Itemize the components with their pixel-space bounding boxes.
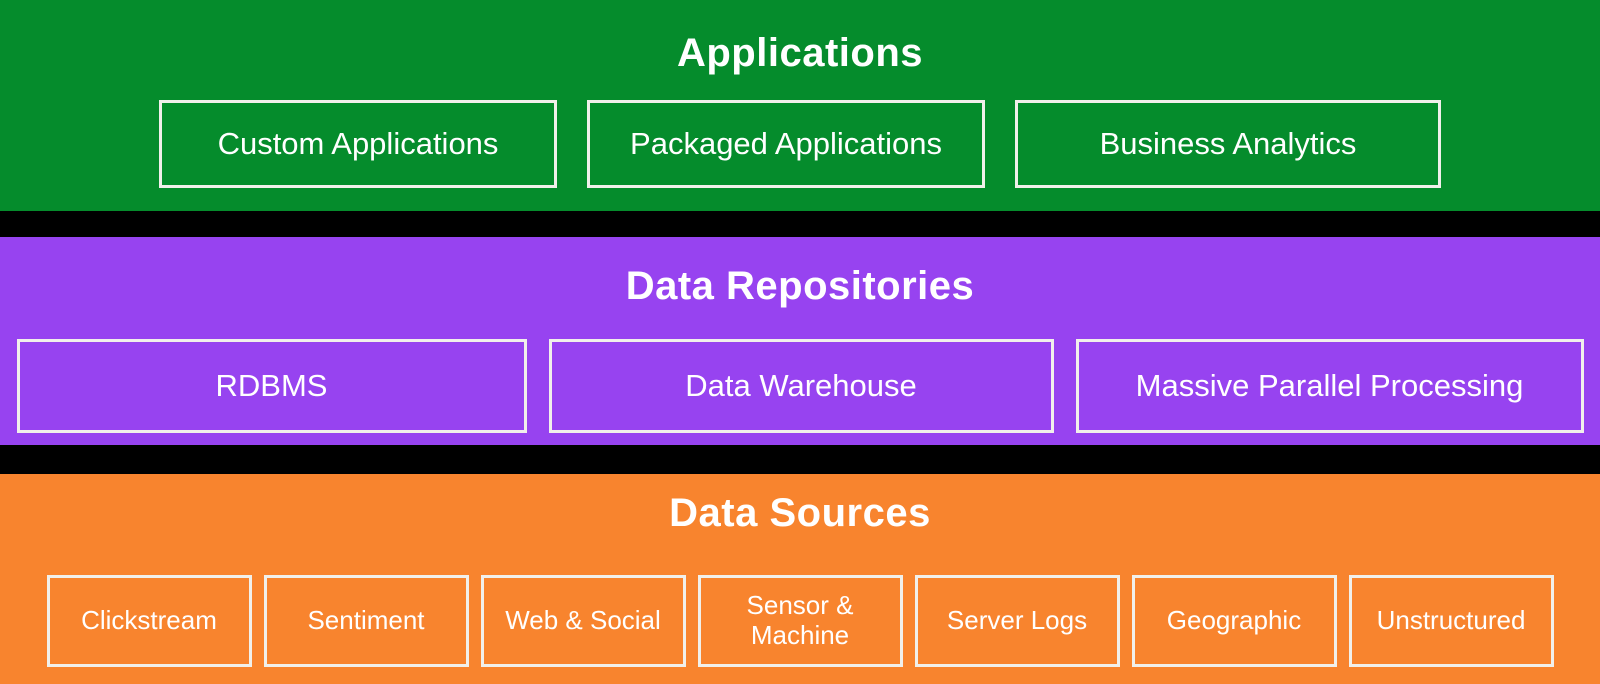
data-sources-box-row: Clickstream Sentiment Web & Social Senso… xyxy=(46,575,1554,667)
box-custom-applications-label: Custom Applications xyxy=(217,126,499,162)
box-custom-applications: Custom Applications xyxy=(159,100,557,188)
box-packaged-applications-label: Packaged Applications xyxy=(630,126,942,162)
box-sensor-machine: Sensor & Machine xyxy=(697,575,903,667)
box-clickstream-label: Clickstream xyxy=(81,605,217,636)
applications-box-row: Custom Applications Packaged Application… xyxy=(159,100,1441,188)
box-server-logs: Server Logs xyxy=(914,575,1120,667)
box-data-warehouse-label: Data Warehouse xyxy=(685,368,917,404)
box-server-logs-label: Server Logs xyxy=(946,605,1088,636)
box-geographic-label: Geographic xyxy=(1166,605,1302,636)
box-massive-parallel-processing-label: Massive Parallel Processing xyxy=(1135,368,1524,404)
data-repositories-layer-title: Data Repositories xyxy=(625,264,975,308)
data-repositories-layer: Data Repositories RDBMS Data Warehouse M… xyxy=(0,237,1600,445)
box-business-analytics-label: Business Analytics xyxy=(1099,126,1357,162)
box-sentiment-label: Sentiment xyxy=(307,605,425,636)
box-web-social-label: Web & Social xyxy=(505,605,661,636)
box-massive-parallel-processing: Massive Parallel Processing xyxy=(1075,339,1584,433)
box-sensor-machine-label: Sensor & Machine xyxy=(746,590,854,650)
box-sentiment: Sentiment xyxy=(263,575,469,667)
box-rdbms-label: RDBMS xyxy=(215,368,328,404)
box-rdbms: RDBMS xyxy=(16,339,527,433)
box-web-social: Web & Social xyxy=(480,575,686,667)
box-unstructured-label: Unstructured xyxy=(1376,605,1526,636)
box-clickstream: Clickstream xyxy=(46,575,252,667)
box-business-analytics: Business Analytics xyxy=(1015,100,1441,188)
box-geographic: Geographic xyxy=(1131,575,1337,667)
data-sources-layer-title: Data Sources xyxy=(669,491,931,535)
box-packaged-applications: Packaged Applications xyxy=(587,100,985,188)
applications-layer-title: Applications xyxy=(676,31,924,75)
data-sources-layer: Data Sources Clickstream Sentiment Web &… xyxy=(0,474,1600,684)
box-data-warehouse: Data Warehouse xyxy=(548,339,1054,433)
box-unstructured: Unstructured xyxy=(1348,575,1554,667)
applications-layer: Applications Custom Applications Package… xyxy=(0,0,1600,211)
data-repositories-box-row: RDBMS Data Warehouse Massive Parallel Pr… xyxy=(16,339,1584,433)
